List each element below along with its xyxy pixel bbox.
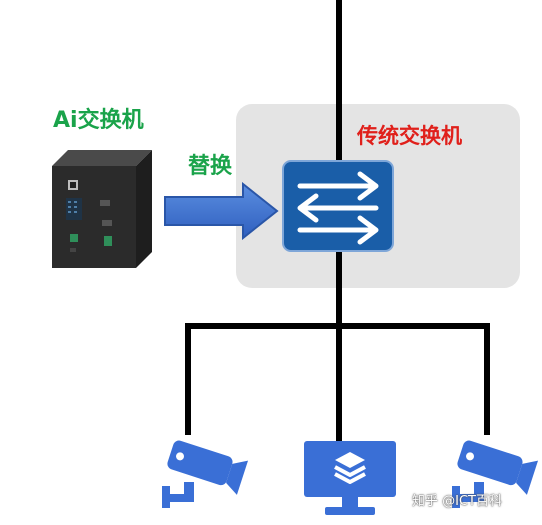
watermark-text: 知乎 @ICT百科 bbox=[412, 494, 502, 509]
left-drop-line bbox=[185, 323, 191, 435]
replace-arrow-icon bbox=[163, 182, 281, 240]
security-camera-icon bbox=[450, 438, 542, 510]
uplink-line bbox=[336, 0, 342, 160]
right-drop-line bbox=[484, 323, 490, 435]
security-camera-icon bbox=[160, 438, 252, 510]
traditional-switch-label: 传统交换机 bbox=[357, 124, 462, 148]
downlink-trunk-line bbox=[336, 252, 342, 442]
monitor-layers-icon bbox=[303, 440, 397, 520]
ai-switch-box-icon bbox=[52, 150, 152, 268]
network-switch-icon bbox=[282, 160, 394, 252]
distribution-bus-line bbox=[185, 323, 490, 329]
ai-switch-label: Ai交换机 bbox=[53, 108, 144, 133]
replace-label: 替换 bbox=[188, 154, 233, 179]
